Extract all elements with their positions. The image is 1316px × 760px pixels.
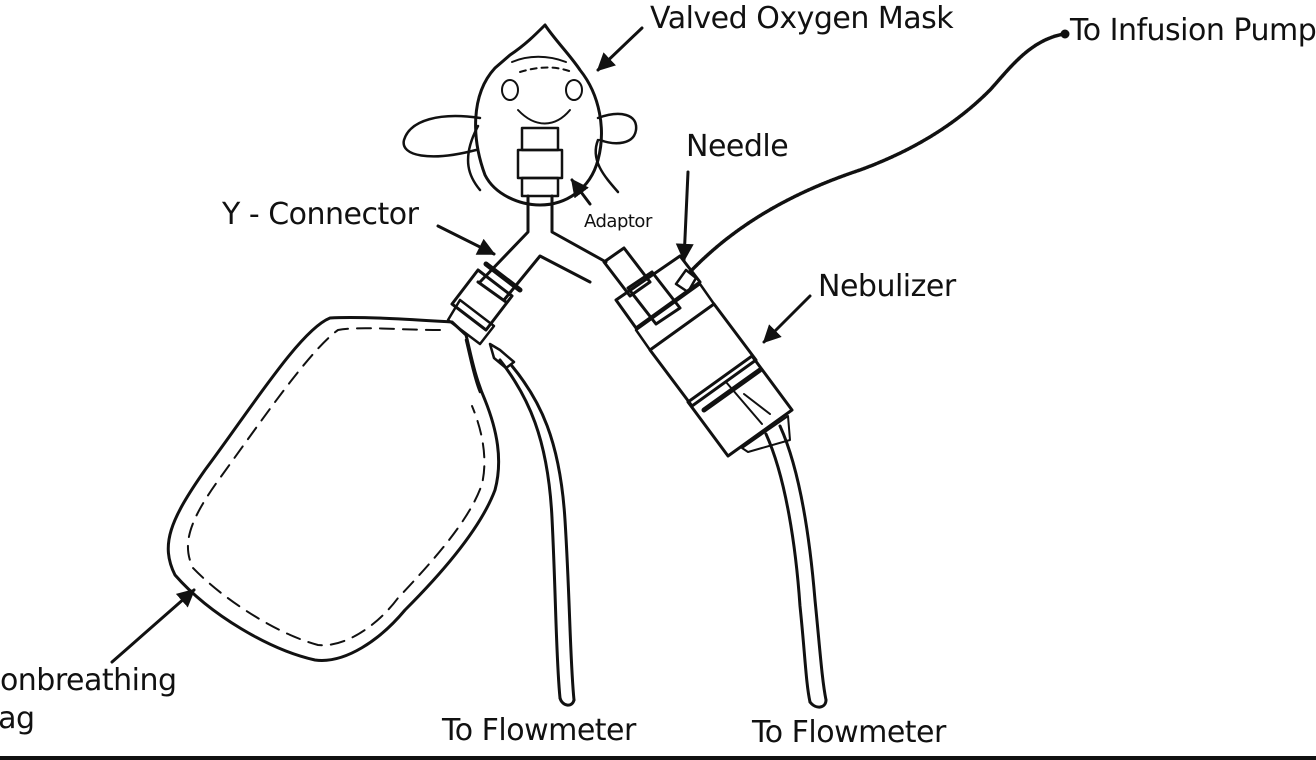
bottom-border <box>0 756 1316 760</box>
nebulizer <box>602 246 794 458</box>
right-flowmeter-tube <box>764 424 828 709</box>
nonbreathing-bag <box>166 315 501 662</box>
y-connector-pointer-arrow <box>436 224 496 256</box>
infusion-pump-line <box>688 29 1070 274</box>
needle-pointer-arrow <box>675 170 694 262</box>
label-to-flowmeter-left: To Flowmeter <box>442 713 636 748</box>
label-needle: Needle <box>686 129 789 164</box>
label-adaptor: Adaptor <box>584 211 652 232</box>
nebulizer-pointer-arrow <box>762 294 812 344</box>
label-nonbreathing: Nonbreathing <box>0 663 177 698</box>
mask-pointer-arrow <box>596 26 644 72</box>
bag-coupling <box>446 261 523 346</box>
label-valved-oxygen-mask: Valved Oxygen Mask <box>650 1 954 36</box>
label-to-infusion-pump: To Infusion Pump <box>1070 13 1316 48</box>
oxygen-mask <box>402 23 638 207</box>
left-flowmeter-tube <box>464 338 576 707</box>
bag-pointer-arrow <box>110 588 196 664</box>
label-y-connector: Y - Connector <box>222 197 419 232</box>
label-nebulizer: Nebulizer <box>818 269 956 304</box>
label-to-flowmeter-right: To Flowmeter <box>752 715 946 750</box>
adaptor-pointer-arrow <box>570 178 592 206</box>
label-bag: Bag <box>0 701 35 736</box>
